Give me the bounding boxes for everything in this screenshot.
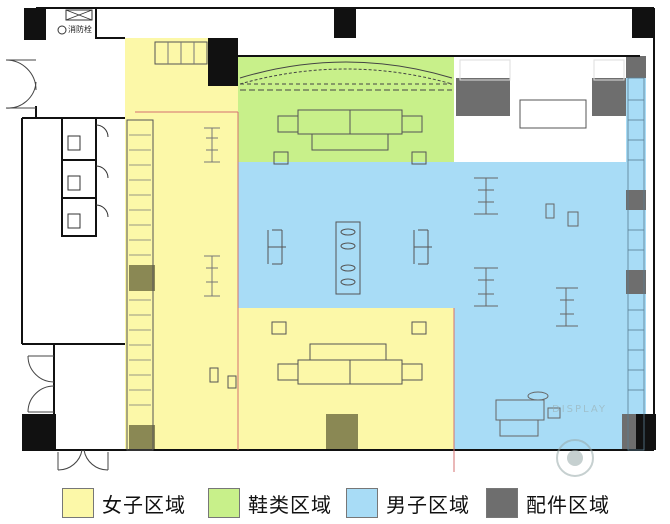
- fire-hydrant: 消防栓: [57, 9, 93, 35]
- legend-label-shoes: 鞋类区域: [248, 492, 332, 517]
- fitting-room-details: [67, 124, 109, 229]
- fitting-room-1: [61, 117, 97, 161]
- olive-block-bottom: [129, 425, 155, 450]
- accessory-block-3: [626, 56, 646, 78]
- legend-label-womens: 女子区域: [102, 492, 186, 517]
- legend-swatch-accessories: [486, 488, 518, 518]
- doors: [5, 59, 109, 471]
- olive-block-top: [129, 265, 155, 291]
- legend-item-accessories: 配件区域: [486, 486, 610, 520]
- zone-divider-lines: [135, 111, 455, 472]
- legend-label-accessories: 配件区域: [526, 492, 610, 517]
- watermark-text: DISPLAY: [552, 404, 607, 415]
- fitting-room-3: [61, 197, 97, 237]
- door-left-lower-2: [27, 385, 55, 413]
- legend-swatch-womens: [62, 488, 94, 518]
- column-3: [632, 8, 654, 38]
- door-left-upper-2: [5, 81, 37, 109]
- legend-item-mens: 男子区域: [346, 486, 470, 520]
- mens-wall-shelving: [627, 77, 645, 451]
- shoe-center-table: [273, 109, 427, 165]
- accessory-block-2: [592, 78, 626, 116]
- watermark-logo-inner: [567, 450, 583, 466]
- column-5: [636, 414, 656, 450]
- olive-blocks: [129, 265, 358, 450]
- columns: [22, 8, 656, 450]
- watermark: DISPLAY: [552, 404, 607, 477]
- door-left-upper-1: [5, 59, 37, 91]
- door-bottom-2: [83, 449, 109, 471]
- column-4: [22, 414, 56, 450]
- legend-item-shoes: 鞋类区域: [208, 486, 332, 520]
- door-left-lower-1: [27, 355, 55, 383]
- mens-right-racks: [474, 177, 579, 437]
- womens-zone-top: [125, 38, 238, 450]
- olive-block-center: [326, 414, 358, 450]
- column-2: [334, 8, 356, 38]
- column-6: [208, 38, 238, 86]
- womens-wall-shelving: [126, 41, 208, 451]
- accessory-zones: [456, 56, 648, 450]
- door-bottom-1: [57, 449, 83, 471]
- accessory-shelving: [459, 59, 625, 129]
- accessory-block-4: [626, 190, 646, 210]
- hydrant-label: 消防栓: [68, 24, 92, 34]
- womens-racks: [204, 127, 220, 297]
- legend-swatch-shoes: [208, 488, 240, 518]
- shoe-wall-display: [239, 61, 453, 91]
- accessory-block-1: [456, 78, 510, 116]
- inner-wall-line: [95, 8, 125, 39]
- mens-zone-strip: [626, 78, 646, 450]
- legend-label-mens: 男子区域: [386, 492, 470, 517]
- accessory-block-5: [626, 270, 646, 294]
- legend-item-womens: 女子区域: [62, 486, 186, 520]
- fitting-room-2: [61, 159, 97, 199]
- womens-center-table: [209, 321, 427, 389]
- mens-center-island: [267, 221, 432, 295]
- column-1: [24, 8, 46, 40]
- shoes-zone: [238, 56, 454, 162]
- legend-swatch-mens: [346, 488, 378, 518]
- watermark-logo-outer: [556, 439, 594, 477]
